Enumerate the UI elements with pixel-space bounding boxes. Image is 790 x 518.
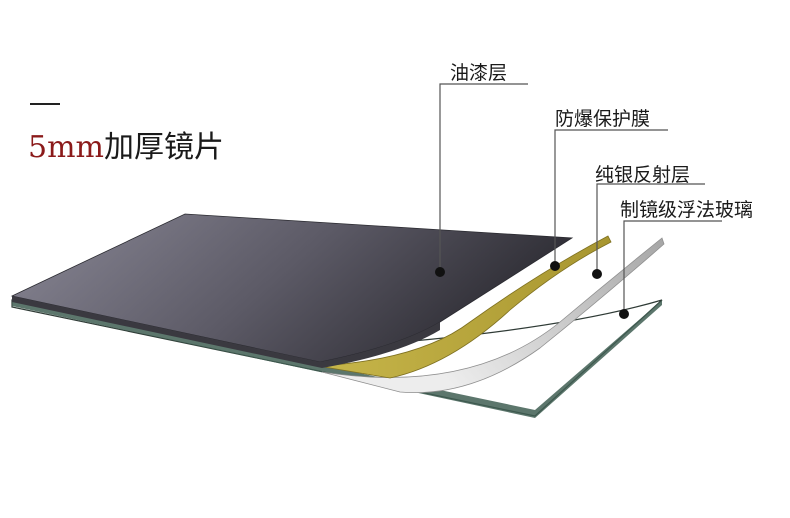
title-size: 5mm [28,130,104,165]
leader-lines [439,83,722,314]
label-film-layer: 防爆保护膜 [555,108,651,130]
leader-line-silver [596,183,705,274]
leader-line-paint [439,83,528,272]
label-glass-layer: 制镜级浮法玻璃 [620,199,754,221]
title-text: 加厚镜片 [103,130,224,165]
leader-line-film [554,129,668,266]
marker-dot-paint [435,267,445,277]
title-dash [30,103,60,105]
film-layer [317,235,612,379]
marker-dot-silver [592,269,602,279]
leader-line-glass [623,220,722,314]
marker-dot-glass [619,309,629,319]
label-silver-layer: 纯银反射层 [595,164,691,186]
silver-layer [321,237,665,393]
paint-layer [10,213,574,363]
label-paint-layer: 油漆层 [450,62,508,84]
page-title: 5mm加厚镜片 [28,130,224,166]
marker-dot-film [550,261,560,271]
